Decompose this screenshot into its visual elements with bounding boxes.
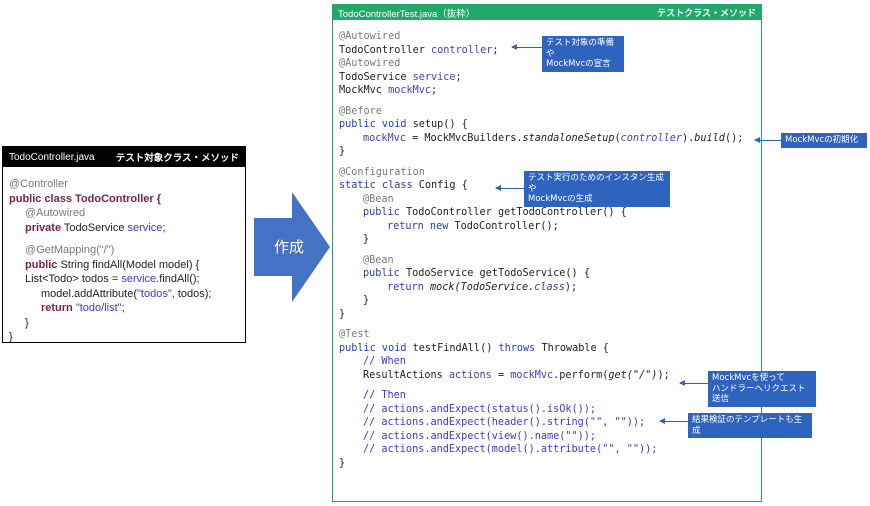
- source-code-panel: TodoController.java テスト対象クラス・メソッド @Contr…: [2, 146, 246, 343]
- code-line: model.addAttribute("todos", todos);: [41, 287, 212, 300]
- code-line: }: [363, 295, 370, 306]
- code-line: @Bean: [363, 254, 394, 266]
- code-line: public String findAll(Model model) {: [25, 258, 200, 271]
- callout-init: MockMvcの初期化: [781, 133, 867, 148]
- code-line: }: [9, 331, 13, 343]
- code-line: ResultActions actions = mockMvc.perform(…: [363, 369, 670, 381]
- create-arrow-label: 作成: [273, 238, 304, 256]
- callout-arrow: [754, 137, 781, 143]
- code-line: static class Config {: [339, 180, 468, 191]
- code-line: return "todo/list";: [41, 302, 125, 314]
- code-line: public class TodoController {: [9, 192, 161, 205]
- code-line: private TodoService service;: [25, 221, 166, 234]
- code-line: mockMvc = MockMvcBuilders.standaloneSetu…: [363, 132, 744, 144]
- code-line: @Before: [339, 105, 382, 117]
- test-panel-tag: テストクラス・メソッド: [657, 9, 756, 19]
- code-line: }: [339, 457, 346, 469]
- code-line: TodoService service;: [339, 71, 462, 83]
- code-line: public void setup() {: [339, 119, 468, 130]
- code-line: @Autowired: [339, 58, 401, 69]
- test-filename: TodoControllerTest.java（抜粋）: [338, 8, 476, 20]
- code-line: @GetMapping("/"): [25, 244, 115, 256]
- code-line: public TodoController getTodoController(…: [363, 207, 627, 218]
- code-line: // Then: [363, 390, 406, 401]
- code-line: }: [363, 234, 370, 245]
- callout-arrow: [659, 418, 688, 424]
- code-line: // actions.andExpect(view().name(""));: [363, 430, 597, 442]
- code-line: // actions.andExpect(status().isOk());: [363, 403, 597, 415]
- code-line: List<Todo> todos = service.findAll();: [25, 273, 200, 285]
- code-line: @Configuration: [339, 166, 425, 178]
- callout-request: MockMvcを使ってハンドラーへリクエスト送信: [708, 371, 816, 407]
- callout-template: 結果検証のテンプレートも生成: [688, 413, 812, 438]
- callout-arrow: [495, 185, 524, 191]
- code-line: TodoController controller;: [339, 44, 499, 56]
- code-line: @Autowired: [25, 207, 86, 219]
- test-code: @Autowired TodoController controller; @A…: [339, 30, 743, 470]
- code-line: // When: [363, 356, 406, 367]
- callout-arrow: [511, 44, 542, 50]
- source-code: @Controller public class TodoController …: [9, 177, 211, 345]
- code-line: @Test: [339, 329, 370, 340]
- code-line: // actions.andExpect(header().string("",…: [363, 417, 646, 428]
- callout-arrow: [679, 380, 708, 386]
- code-line: // actions.andExpect(model().attribute("…: [363, 444, 658, 455]
- code-line: public void testFindAll() throws Throwab…: [339, 342, 609, 354]
- code-line: public TodoService getTodoService() {: [363, 268, 590, 279]
- code-line: return mock(TodoService.class);: [387, 281, 578, 293]
- code-line: return new TodoController();: [387, 220, 559, 232]
- code-line: @Controller: [9, 178, 68, 190]
- source-filename: TodoController.java: [9, 151, 95, 163]
- test-panel-header: TodoControllerTest.java（抜粋） テストクラス・メソッド: [333, 5, 761, 20]
- create-arrow: [254, 192, 330, 302]
- code-line: }: [339, 308, 346, 320]
- source-panel-header: TodoController.java テスト対象クラス・メソッド: [3, 147, 245, 167]
- code-line: }: [25, 316, 29, 329]
- code-line: @Autowired: [339, 31, 401, 42]
- code-line: @Bean: [363, 193, 394, 205]
- code-line: }: [339, 146, 346, 157]
- source-panel-tag: テスト対象クラス・メソッド: [115, 153, 239, 164]
- code-line: MockMvc mockMvc;: [339, 85, 438, 96]
